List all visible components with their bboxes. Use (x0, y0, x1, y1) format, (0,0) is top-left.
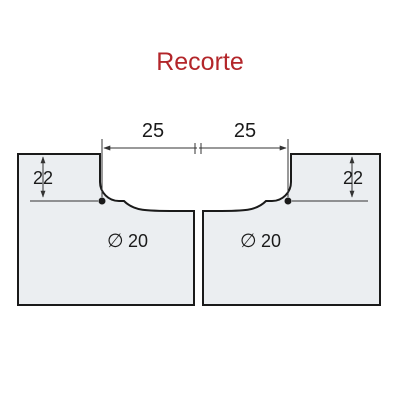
left-hole-center-dot (98, 197, 106, 205)
right-depth-label: 22 (343, 168, 363, 188)
right-hole-diameter-label: 20 (261, 231, 281, 251)
left-hole-diameter-label: 20 (128, 231, 148, 251)
right-glass-panel (202, 153, 381, 306)
right-diameter-symbol: ∅ (240, 231, 257, 252)
left-depth-label: 22 (33, 168, 53, 188)
right-offset-label: 25 (234, 120, 256, 142)
left-diameter-symbol: ∅ (107, 231, 124, 252)
left-offset-label: 25 (142, 120, 164, 142)
right-hole-center-dot (284, 197, 292, 205)
diagram-title: Recorte (156, 48, 244, 76)
left-glass-panel (17, 153, 195, 306)
